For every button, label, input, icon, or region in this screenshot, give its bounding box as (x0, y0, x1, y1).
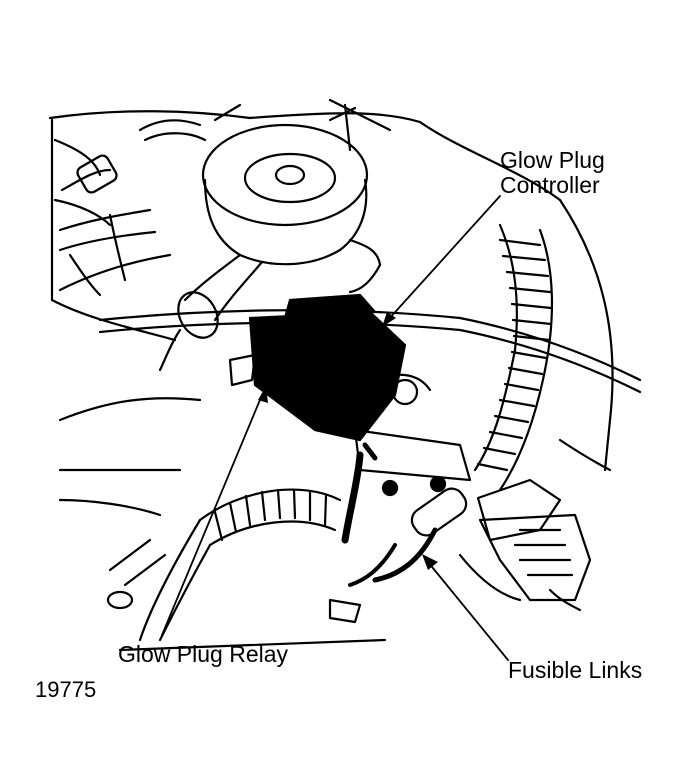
fusible-links-label: Fusible Links (508, 657, 643, 683)
engine-block-outline (48, 98, 614, 652)
leader-lines (161, 195, 509, 661)
controller-label-line1: Glow Plug (500, 147, 605, 173)
wire-loom-lower (138, 488, 362, 642)
controller-arrowhead (382, 312, 396, 327)
figure-number: 19775 (35, 677, 97, 702)
controller-bracket (341, 428, 472, 544)
glow-plug-relay-label: Glow Plug Relay (118, 641, 289, 667)
wire-loom-upper (473, 223, 554, 492)
relay-arrowhead (258, 386, 268, 403)
relay-leader (161, 394, 263, 636)
glow-plug-controller-label: Glow Plug Controller (500, 148, 605, 198)
controller-leader (387, 195, 501, 321)
vacuum-pump (201, 103, 382, 294)
fusible-links (348, 478, 592, 612)
controller-label-line2: Controller (500, 172, 600, 198)
fusible-arrowhead (422, 554, 438, 570)
pump-hose (158, 253, 264, 372)
glow-plug-relay (228, 293, 407, 442)
upper-hoses (53, 119, 207, 297)
lower-components (106, 373, 432, 610)
fusible-leader (427, 561, 509, 661)
